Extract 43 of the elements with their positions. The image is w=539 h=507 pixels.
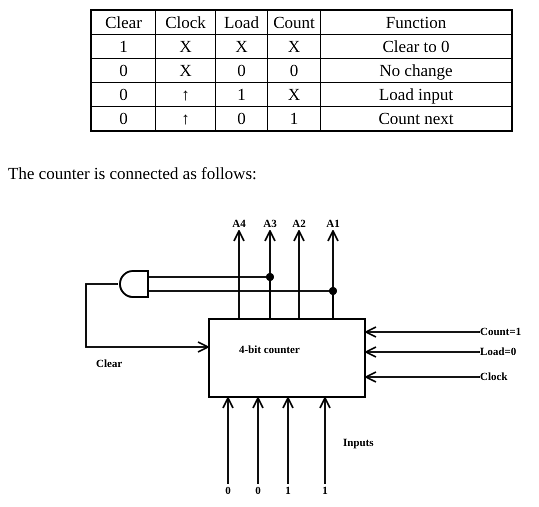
arrow [85,283,209,353]
arrow [293,230,305,318]
column-header: Clear [91,10,156,34]
wire [149,276,271,318]
column-header: Load [216,10,268,34]
arrow [319,397,331,484]
arrow [365,326,480,338]
table-cell: 0 [91,58,156,82]
output-label: A3 [263,217,277,231]
output-label: A1 [326,217,340,231]
column-header: Count [268,10,320,34]
arrow [282,397,294,484]
output-label: A2 [292,217,306,231]
wire [149,290,334,318]
signal-label: Count=1 [480,325,522,339]
table-cell: X [156,58,216,82]
table-cell: X [268,82,320,106]
table-cell: X [156,34,216,58]
input-value: 1 [322,484,328,498]
arrow [252,397,264,484]
input-value: 0 [255,484,261,498]
output-label: A4 [232,217,246,231]
arrow [365,346,480,358]
signal-label: Clock [480,370,508,384]
table-cell: 0 [91,82,156,106]
note-text: Inputs [343,436,374,450]
table-cell: 1 [91,34,156,58]
arrow [222,397,234,484]
column-header: Clock [156,10,216,34]
signal-label: Load=0 [480,345,516,359]
arrow [365,371,480,383]
table-cell: 0 [268,58,320,82]
and-gate [118,269,149,299]
table-cell: 0 [216,58,268,82]
sentence: The counter is connected as follows: [8,164,257,184]
table-cell: X [268,34,320,58]
input-value: 0 [225,484,231,498]
table-cell: ↑ [156,82,216,106]
table-cell: X [216,34,268,58]
input-value: 1 [285,484,291,498]
counter-block: 4-bit counter [208,318,366,398]
table-cell: 1 [216,82,268,106]
arrow [233,230,245,318]
